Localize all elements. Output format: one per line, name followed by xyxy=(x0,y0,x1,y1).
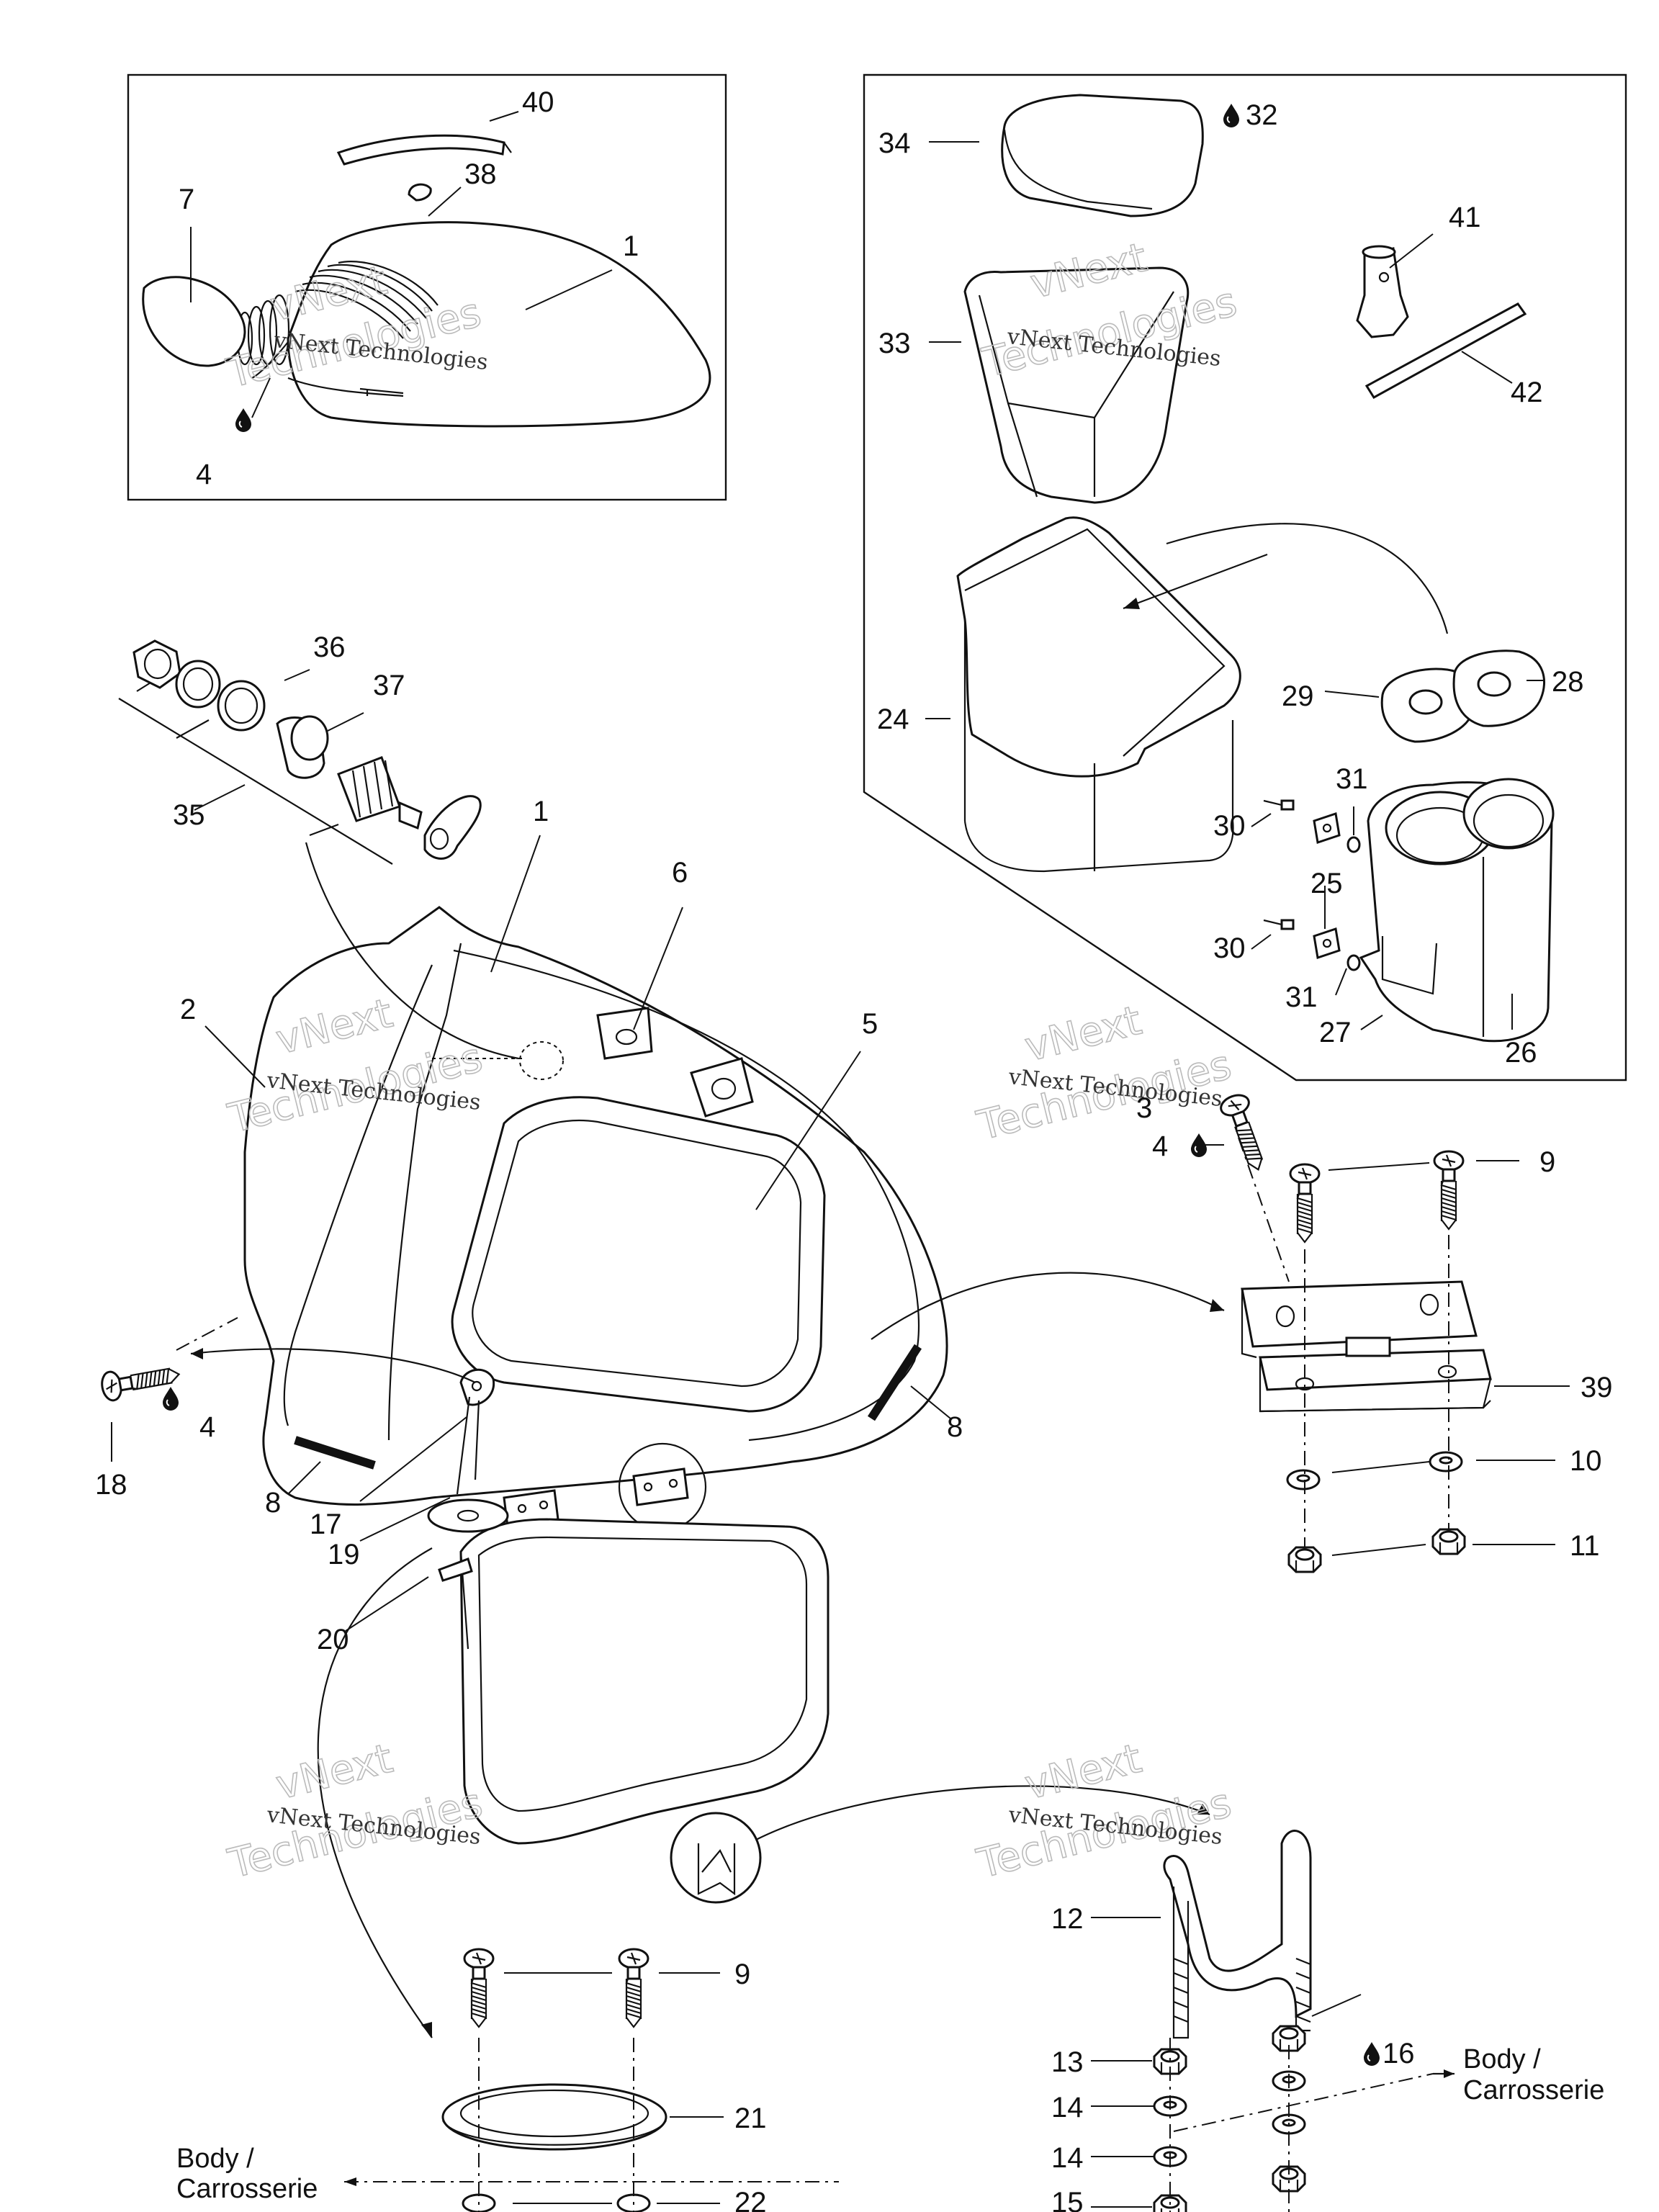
body-label-line1: Body / xyxy=(1463,2044,1541,2074)
watermark-6: vNext Technologies xyxy=(972,1735,1236,1889)
callout-13: 13 xyxy=(1051,2046,1084,2078)
callout-27: 27 xyxy=(1319,1017,1352,1048)
callout-1: 1 xyxy=(533,796,549,827)
watermark-outline-a: vNext xyxy=(1020,997,1146,1071)
callout-31: 31 xyxy=(1285,981,1318,1013)
callout-5: 5 xyxy=(862,1008,878,1040)
callout-22: 22 xyxy=(734,2187,767,2212)
callout-3: 3 xyxy=(1136,1092,1152,1124)
callout-12: 12 xyxy=(1051,1903,1084,1935)
callout-8: 8 xyxy=(265,1487,281,1519)
callout-14: 14 xyxy=(1051,2142,1084,2174)
lock-assembly xyxy=(118,639,482,865)
callout-7: 7 xyxy=(179,184,194,215)
callout-28: 28 xyxy=(1552,666,1584,698)
watermark-5: vNext Technologies xyxy=(223,1735,487,1889)
hatch-frame xyxy=(243,842,948,1532)
callout-4: 4 xyxy=(1152,1130,1168,1162)
callout-37: 37 xyxy=(373,670,405,701)
storage-detail-box xyxy=(863,73,1627,1082)
watermark-outline-a: vNext xyxy=(271,1735,397,1809)
callout-2: 2 xyxy=(180,994,196,1025)
callouts: 40 38 7 1 4 34 32 33 41 42 24 29 28 31 3… xyxy=(95,86,1613,2212)
body-label-line2: Carrosserie xyxy=(1463,2075,1604,2105)
callout-33: 33 xyxy=(878,328,911,359)
callout-21: 21 xyxy=(734,2103,767,2134)
callout-40: 40 xyxy=(522,86,554,118)
leader-lines xyxy=(111,111,1570,2208)
callout-35: 35 xyxy=(173,799,205,831)
callout-42: 42 xyxy=(1511,377,1543,408)
u-bolt-stack xyxy=(1153,1830,1455,2212)
callout-38: 38 xyxy=(464,158,497,190)
callout-17: 17 xyxy=(310,1509,342,1540)
callout-20: 20 xyxy=(317,1624,349,1655)
cover-detail-box xyxy=(127,73,727,501)
callout-18: 18 xyxy=(95,1469,127,1501)
ring-stack xyxy=(344,1948,839,2212)
callout-24: 24 xyxy=(877,703,909,735)
callout-16: 16 xyxy=(1382,2038,1415,2069)
callout-31: 31 xyxy=(1336,763,1368,795)
callout-30: 30 xyxy=(1213,932,1246,964)
callout-19: 19 xyxy=(328,1539,360,1570)
watermark-4: vNext Technologies xyxy=(972,997,1236,1151)
callout-30: 30 xyxy=(1213,810,1246,842)
callout-10: 10 xyxy=(1570,1445,1602,1477)
callout-41: 41 xyxy=(1449,202,1481,233)
callout-15: 15 xyxy=(1051,2187,1084,2212)
callout-4: 4 xyxy=(199,1411,215,1443)
callout-4: 4 xyxy=(196,459,212,490)
callout-14: 14 xyxy=(1051,2092,1084,2123)
body-label-line2: Carrosserie xyxy=(176,2174,318,2204)
callout-9: 9 xyxy=(734,1959,750,1990)
body-label-right: Body / Carrosserie xyxy=(1463,2044,1604,2105)
callout-39: 39 xyxy=(1581,1372,1613,1403)
callout-34: 34 xyxy=(878,127,911,159)
body-label-left: Body / Carrosserie xyxy=(176,2144,318,2204)
callout-6: 6 xyxy=(672,857,688,889)
callout-9: 9 xyxy=(1539,1146,1555,1178)
hatch-lid xyxy=(427,1498,830,1904)
callout-26: 26 xyxy=(1505,1037,1537,1069)
callout-29: 29 xyxy=(1282,680,1314,712)
left-fastener xyxy=(99,1317,238,1411)
callout-1: 1 xyxy=(623,230,639,262)
callout-36: 36 xyxy=(313,631,346,663)
connection-arrows xyxy=(190,523,1449,2038)
hinge-stack xyxy=(1190,1090,1492,1573)
callout-11: 11 xyxy=(1570,1530,1600,1562)
body-label-line1: Body / xyxy=(176,2144,254,2174)
watermark-outline-a: vNext xyxy=(1020,1735,1146,1809)
callout-32: 32 xyxy=(1246,99,1278,131)
callout-8: 8 xyxy=(947,1411,963,1443)
callout-25: 25 xyxy=(1310,868,1343,899)
